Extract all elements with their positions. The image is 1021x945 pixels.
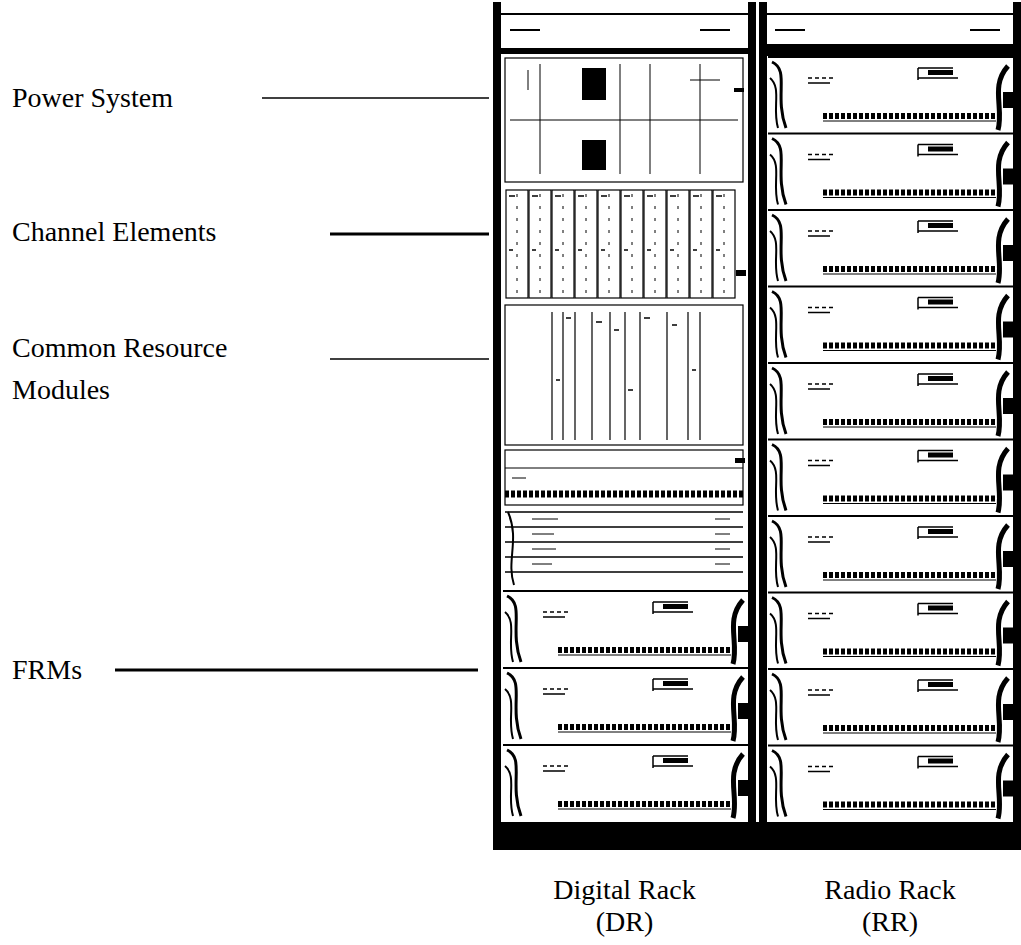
shelf-line bbox=[505, 468, 743, 478]
channel-card bbox=[575, 190, 597, 298]
rack-base bbox=[493, 822, 1021, 850]
radio-unit bbox=[768, 362, 1013, 436]
channel-card bbox=[598, 190, 620, 298]
interface-shelf bbox=[505, 450, 745, 585]
part-label: Power System bbox=[12, 77, 252, 119]
shelf-mark bbox=[735, 458, 745, 463]
radio-unit bbox=[768, 745, 1013, 819]
rack-top bbox=[767, 13, 1013, 15]
leader-line bbox=[115, 669, 478, 672]
rack-name: Radio Rack (RR) bbox=[800, 874, 980, 940]
radio-unit bbox=[768, 133, 1013, 207]
part-label: Channel Elements bbox=[12, 211, 312, 253]
channel-card bbox=[713, 190, 735, 298]
channel-card bbox=[529, 190, 551, 298]
rack-name: Digital Rack (DR) bbox=[535, 874, 715, 940]
radio-unit bbox=[768, 439, 1013, 513]
drawer-mark bbox=[532, 519, 730, 564]
radio-unit bbox=[768, 515, 1013, 589]
rack-post bbox=[493, 2, 501, 850]
power-system-drawing bbox=[505, 58, 744, 182]
resource-card bbox=[552, 312, 700, 440]
channel-card bbox=[667, 190, 689, 298]
shelf-outline bbox=[505, 450, 743, 505]
part-label: FRMs bbox=[12, 649, 132, 691]
radio-unit bbox=[768, 592, 1013, 666]
radio-unit bbox=[768, 56, 1013, 130]
part-label: Common Resource Modules bbox=[12, 327, 272, 411]
rack-top-mark bbox=[510, 29, 1000, 31]
rack-node: Digital Rack (DR) bbox=[493, 8, 756, 940]
channel-card bbox=[506, 190, 528, 298]
power-mark bbox=[734, 88, 744, 92]
power-shelf bbox=[505, 58, 743, 182]
channel-mark bbox=[736, 270, 746, 276]
drawer-cable bbox=[508, 512, 514, 585]
radio-units bbox=[768, 56, 1013, 819]
rack-top bbox=[501, 13, 748, 15]
frm-units bbox=[503, 590, 748, 818]
radio-unit bbox=[768, 668, 1013, 742]
resource-shelf bbox=[505, 305, 743, 445]
channel-card bbox=[644, 190, 666, 298]
frm-unit bbox=[503, 667, 748, 741]
common-resource-drawing bbox=[505, 305, 743, 445]
leader-lines bbox=[115, 98, 489, 670]
rack-frame bbox=[493, 2, 1021, 850]
rack-top-band bbox=[501, 48, 748, 54]
leader-line bbox=[330, 358, 489, 360]
channel-card bbox=[552, 190, 574, 298]
channel-card bbox=[621, 190, 643, 298]
rack-node: Radio Rack (RR) bbox=[759, 8, 1021, 940]
rack-post bbox=[748, 2, 756, 850]
frm-unit bbox=[503, 590, 748, 664]
rack-post bbox=[1013, 2, 1021, 850]
power-block bbox=[582, 140, 606, 170]
frm-unit bbox=[503, 744, 748, 818]
shelf-dotted-bar bbox=[505, 491, 743, 498]
rack-post bbox=[759, 2, 767, 850]
radio-unit bbox=[768, 286, 1013, 360]
radio-unit bbox=[768, 209, 1013, 283]
drawer-line bbox=[505, 512, 743, 572]
power-block bbox=[582, 68, 606, 100]
channel-card bbox=[690, 190, 712, 298]
resource-mark bbox=[556, 318, 696, 390]
leader-line bbox=[330, 233, 489, 236]
power-module bbox=[510, 64, 738, 174]
channel-element-cards bbox=[506, 190, 746, 298]
leader-line bbox=[262, 97, 489, 99]
rack-top-band bbox=[767, 44, 1013, 56]
